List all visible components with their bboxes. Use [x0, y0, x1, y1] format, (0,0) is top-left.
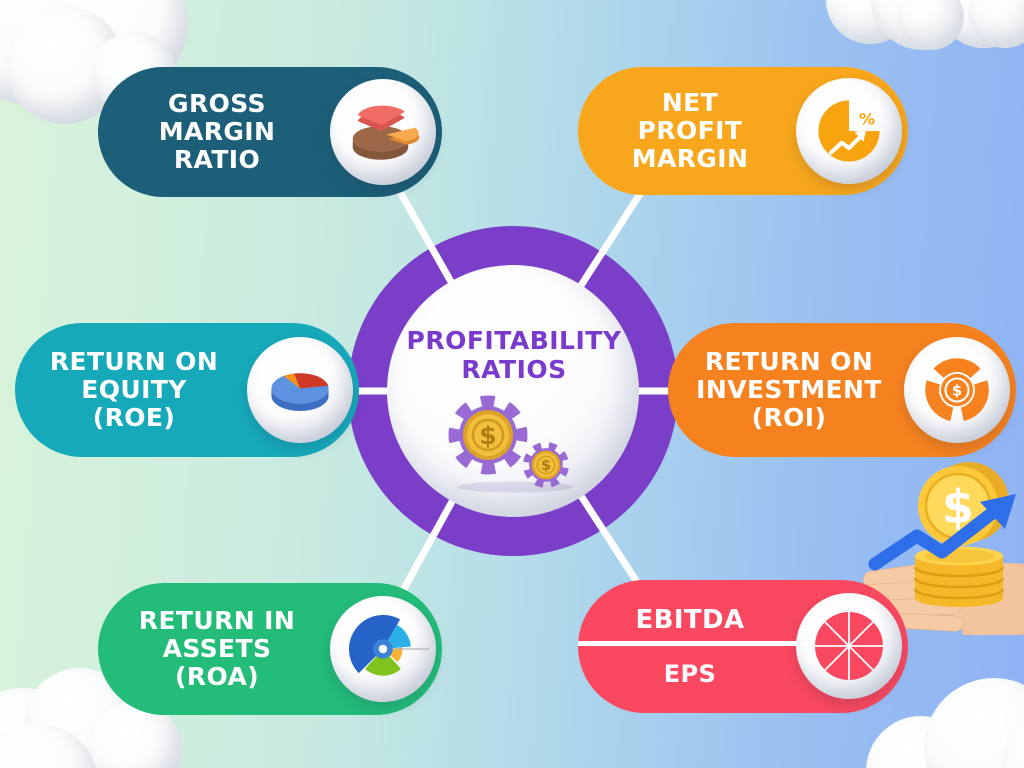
label-line: INVESTMENT: [696, 375, 882, 404]
label-line: MARGIN: [631, 144, 749, 173]
node-return-on-investment-label: RETURN ON INVESTMENT (ROI): [668, 348, 1016, 432]
pie-chart-3d-icon: [330, 79, 436, 185]
node-ebitda-eps-label: EBITDA EPS: [578, 606, 908, 688]
svg-text:$: $: [541, 458, 551, 474]
label-line: RETURN ON: [49, 347, 219, 376]
hand-holding-coins-illustration: $: [856, 462, 1024, 635]
divider-line: [578, 641, 815, 646]
segmented-circle-icon: [796, 593, 902, 699]
node-net-profit-margin: NET PROFIT MARGIN %: [578, 67, 908, 195]
label-line: EBITDA: [635, 604, 745, 635]
label-line: ASSETS: [162, 634, 272, 663]
svg-text:$: $: [952, 383, 962, 400]
label-line: NET: [661, 88, 719, 117]
svg-text:$: $: [479, 421, 496, 450]
node-ebitda-eps: EBITDA EPS: [578, 580, 908, 713]
node-return-in-assets-label: RETURN IN ASSETS (ROA): [98, 607, 442, 691]
label-line: EQUITY: [81, 375, 187, 404]
label-line: PROFIT: [637, 116, 743, 145]
node-return-in-assets: RETURN IN ASSETS (ROA): [98, 583, 442, 715]
gear-coin-large: $: [448, 395, 528, 475]
node-return-on-investment: RETURN ON INVESTMENT (ROI) $: [668, 323, 1016, 457]
label-line: GROSS: [168, 89, 266, 118]
node-gross-margin-ratio-label: GROSS MARGIN RATIO: [98, 90, 442, 174]
node-return-on-equity: RETURN ON EQUITY (ROE): [15, 323, 359, 457]
gear-coin-small: $: [523, 442, 569, 488]
polar-area-chart-icon: [330, 596, 436, 702]
label-line: (ROE): [92, 403, 176, 432]
label-line: RATIO: [173, 145, 261, 174]
node-return-on-equity-label: RETURN ON EQUITY (ROE): [15, 348, 359, 432]
growth-arrow-icon: [868, 494, 1016, 571]
coin-stack: [913, 546, 1005, 607]
label-line: EPS: [663, 659, 717, 688]
label-line: RETURN ON: [704, 347, 874, 376]
label-line: MARGIN: [158, 117, 276, 146]
node-gross-margin-ratio: GROSS MARGIN RATIO: [98, 67, 442, 197]
svg-text:%: %: [859, 110, 875, 129]
node-net-profit-margin-label: NET PROFIT MARGIN: [578, 89, 908, 173]
pie-percent-growth-icon: %: [796, 78, 902, 184]
label-line: RETURN IN: [138, 606, 296, 635]
page-title: PROFITABILITY RATIOS: [383, 326, 645, 384]
pie-chart-3d-blue-icon: [247, 337, 353, 443]
gears-with-dollar-coins-icon: $ $: [448, 395, 573, 493]
title-line: RATIOS: [461, 355, 567, 384]
center-circle: [387, 265, 639, 517]
label-line: (ROA): [174, 662, 260, 691]
donut-dollar-icon: $: [904, 337, 1010, 443]
label-line: (ROI): [751, 403, 827, 432]
title-line: PROFITABILITY: [406, 326, 622, 355]
